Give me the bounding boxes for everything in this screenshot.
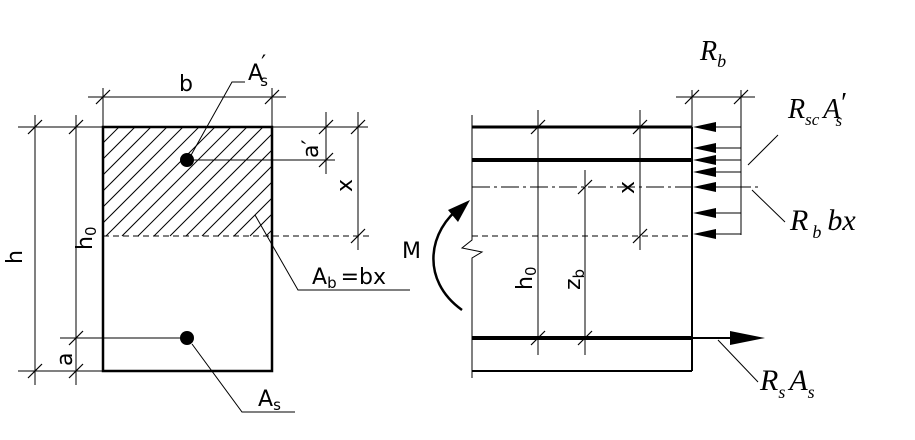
label-moment: M bbox=[402, 239, 421, 264]
leader-rs bbox=[717, 339, 759, 383]
dim-x-left-label: x bbox=[333, 179, 358, 192]
dim-zb-label: zb bbox=[561, 269, 588, 290]
hatch-line bbox=[102, 126, 136, 160]
stress-arrowhead bbox=[693, 155, 716, 165]
hatch-line bbox=[102, 126, 152, 176]
hatch-line bbox=[201, 165, 273, 237]
label-rb-top: Rb bbox=[699, 36, 726, 71]
hatch-line bbox=[102, 126, 184, 208]
hatch-line bbox=[102, 126, 120, 144]
stress-arrowhead bbox=[693, 182, 716, 192]
hatch-line bbox=[102, 126, 200, 224]
dim-h-label: h bbox=[3, 250, 28, 264]
dim-h0-label: h0 bbox=[73, 227, 100, 251]
hatch-line bbox=[153, 126, 264, 237]
stress-arrowhead bbox=[693, 122, 716, 132]
leader-bottom-steel bbox=[191, 343, 295, 413]
label-concrete-area: Ab=bx bbox=[312, 265, 386, 292]
compression-stress-arrows bbox=[693, 122, 741, 239]
section-outline bbox=[101, 125, 274, 373]
stress-arrowhead bbox=[693, 229, 716, 239]
hatch-line bbox=[169, 133, 273, 237]
leader-concrete-area bbox=[254, 214, 410, 291]
stress-arrowhead bbox=[693, 143, 716, 153]
moment-arc bbox=[432, 204, 463, 312]
dim-h0-right-label: h0 bbox=[513, 267, 540, 291]
break-line bbox=[460, 115, 484, 378]
leader-rsc bbox=[747, 134, 779, 166]
hatch-line bbox=[233, 197, 273, 237]
moment-arrowhead bbox=[448, 200, 470, 222]
stress-arrowhead bbox=[693, 167, 716, 177]
tension-arrowhead bbox=[730, 331, 765, 345]
dim-x-right-label: x bbox=[615, 181, 640, 194]
leader-rbbx bbox=[751, 189, 786, 223]
label-top-steel: A′s bbox=[248, 52, 268, 90]
hatch-line bbox=[137, 126, 248, 237]
hatch-line bbox=[121, 126, 232, 237]
hatch-line bbox=[217, 181, 273, 237]
hatch-line bbox=[102, 126, 168, 192]
leader-top-steel bbox=[189, 81, 245, 158]
compression-zone-hatch bbox=[102, 126, 273, 237]
dim-aprime-label: a′ bbox=[299, 140, 324, 158]
dim-a-bottom-label: a bbox=[53, 353, 78, 366]
dim-b-label: b bbox=[179, 72, 193, 97]
hatch-line bbox=[105, 126, 216, 237]
label-bottom-steel: As bbox=[258, 387, 281, 414]
left-section: b h h0 a a′ x bbox=[3, 52, 410, 414]
hatch-line bbox=[185, 149, 273, 237]
stress-arrowhead bbox=[693, 208, 716, 218]
